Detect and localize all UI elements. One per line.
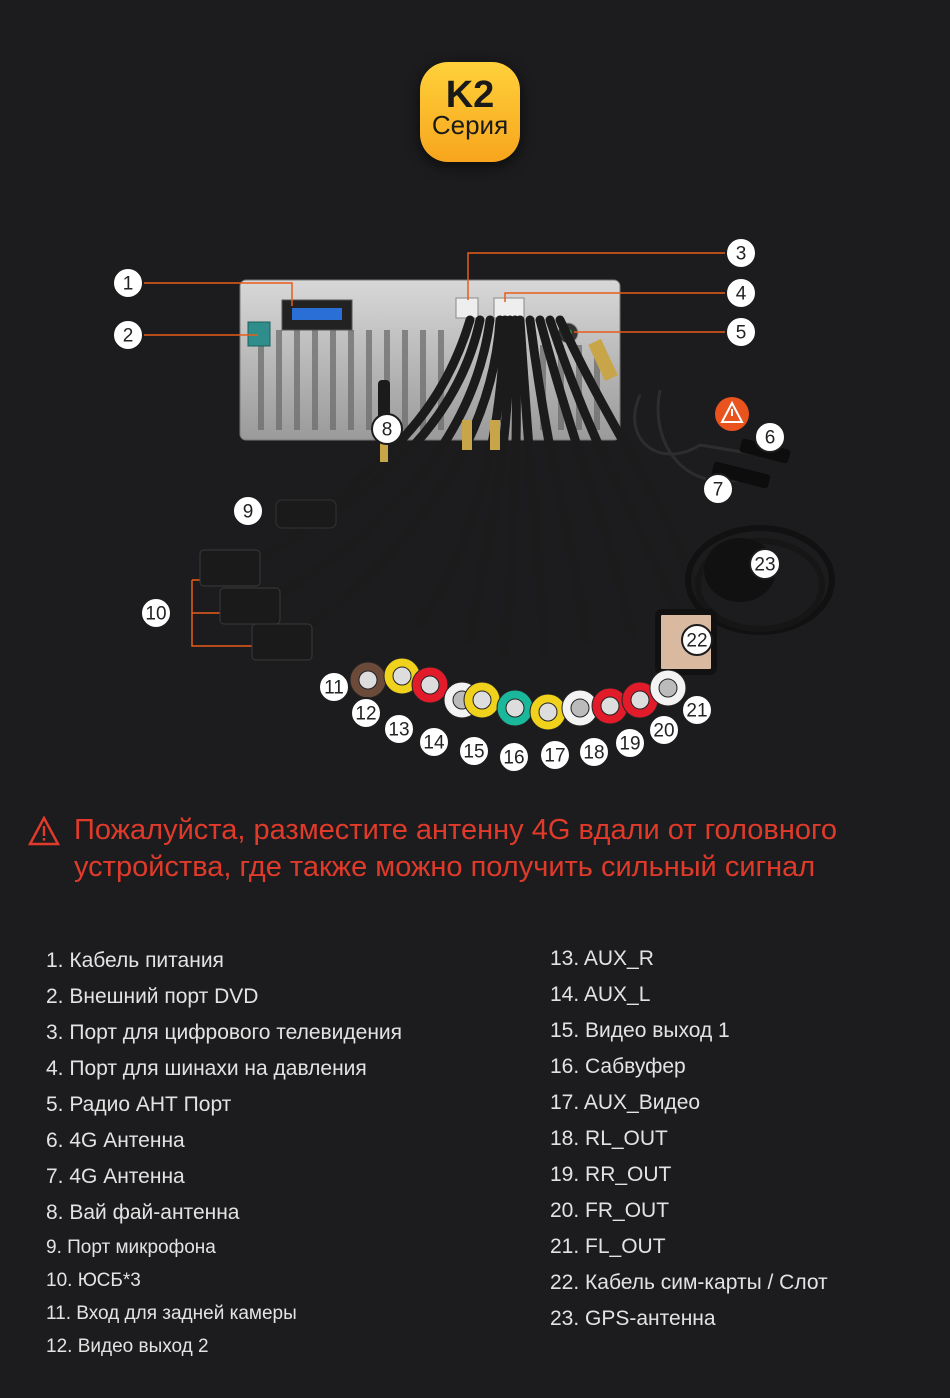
callout-label: 16 — [503, 748, 524, 769]
warning-triangle-icon — [28, 816, 60, 846]
legend-item: 13. AUX_R — [550, 947, 654, 970]
callout-label: 15 — [463, 742, 484, 763]
legend-item: 21. FL_OUT — [550, 1235, 666, 1258]
legend-item: 3. Порт для цифрового телевидения — [46, 1021, 403, 1044]
callout-label: 8 — [382, 420, 393, 441]
callout-20: 20 — [648, 714, 680, 746]
legend-item: 22. Кабель сим-карты / Слот — [550, 1271, 828, 1294]
legend-item: 23. GPS-антенна — [550, 1307, 716, 1330]
leader-lines — [142, 252, 728, 647]
legend-item: 19. RR_OUT — [550, 1163, 672, 1186]
legend-item: 18. RL_OUT — [550, 1127, 668, 1150]
series-badge: K2 Серия — [420, 62, 520, 162]
antenna-warning: Пожалуйста, разместите антенну 4G вдали … — [28, 812, 928, 886]
legend-item: 4. Порт для шинахи на давления — [46, 1057, 367, 1080]
legend-item: 1. Кабель питания — [46, 949, 224, 972]
badge-model: K2 — [445, 74, 495, 116]
callout-label: 1 — [123, 274, 134, 295]
legend-item: 7. 4G Антенна — [46, 1165, 185, 1188]
callout-label: 12 — [355, 704, 376, 725]
legend-item: 11. Вход для задней камеры — [46, 1303, 297, 1324]
callout-19: 19 — [614, 727, 646, 759]
callout-14: 14 — [418, 726, 450, 758]
callout-18: 18 — [578, 736, 610, 768]
callout-3: 3 — [725, 237, 757, 269]
legend-item: 2. Внешний порт DVD — [46, 985, 259, 1008]
warning-icon — [715, 397, 749, 431]
legend-item: 5. Радио АНТ Порт — [46, 1093, 232, 1116]
callout-23: 23 — [749, 548, 781, 580]
callout-label: 6 — [765, 428, 776, 449]
callout-2: 2 — [112, 319, 144, 351]
legend-item: 12. Видео выход 2 — [46, 1336, 209, 1357]
legend-item: 15. Видео выход 1 — [550, 1019, 730, 1042]
callout-label: 18 — [583, 743, 604, 764]
callout-label: 17 — [544, 746, 565, 767]
legend-left: 1. Кабель питания 2. Внешний порт DVD 3.… — [46, 943, 402, 1363]
legend-item: 16. Сабвуфер — [550, 1055, 686, 1078]
callout-label: 5 — [736, 323, 747, 344]
callout-label: 4 — [736, 284, 747, 305]
callout-label: 23 — [754, 555, 775, 576]
badge-series: Серия — [431, 110, 509, 140]
callout-label: 9 — [243, 502, 254, 523]
callout-label: 2 — [123, 326, 134, 347]
legend-item: 14. AUX_L — [550, 983, 651, 1006]
legend-item: 17. AUX_Видео — [550, 1091, 701, 1114]
callout-5: 5 — [725, 316, 757, 348]
legend-item: 10. ЮСБ*3 — [46, 1270, 141, 1291]
callout-1: 1 — [112, 267, 144, 299]
callout-15: 15 — [458, 735, 490, 767]
callout-4: 4 — [725, 277, 757, 309]
callout-label: 11 — [324, 678, 344, 699]
callout-16: 16 — [498, 741, 530, 773]
callout-label: 10 — [145, 604, 166, 625]
callout-label: 21 — [686, 701, 707, 722]
legend-item: 8. Вай фай-антенна — [46, 1201, 240, 1224]
callout-9: 9 — [232, 495, 264, 527]
callout-22: 22 — [681, 624, 713, 656]
callout-label: 14 — [423, 733, 445, 754]
callout-6: 6 — [754, 421, 786, 453]
callout-8: 8 — [371, 413, 403, 445]
callout-7: 7 — [702, 473, 734, 505]
callout-label: 22 — [686, 631, 707, 652]
legend-right: 13. AUX_R 14. AUX_L 15. Видео выход 1 16… — [550, 941, 828, 1337]
callout-12: 12 — [350, 697, 382, 729]
callout-label: 7 — [713, 480, 724, 501]
callout-10: 10 — [140, 597, 172, 629]
callout-label: 19 — [619, 734, 640, 755]
callout-label: 13 — [388, 720, 409, 741]
warning-text: Пожалуйста, разместите антенну 4G вдали … — [74, 814, 838, 883]
callout-label: 3 — [736, 244, 747, 265]
callout-13: 13 — [383, 713, 415, 745]
legend-item: 20. FR_OUT — [550, 1199, 670, 1222]
callout-17: 17 — [539, 739, 571, 771]
legend-item: 6. 4G Антенна — [46, 1129, 185, 1152]
callout-label: 20 — [653, 721, 674, 742]
callout-11: 11 — [318, 671, 350, 703]
callout-21: 21 — [681, 694, 713, 726]
legend-item: 9. Порт микрофона — [46, 1237, 216, 1258]
